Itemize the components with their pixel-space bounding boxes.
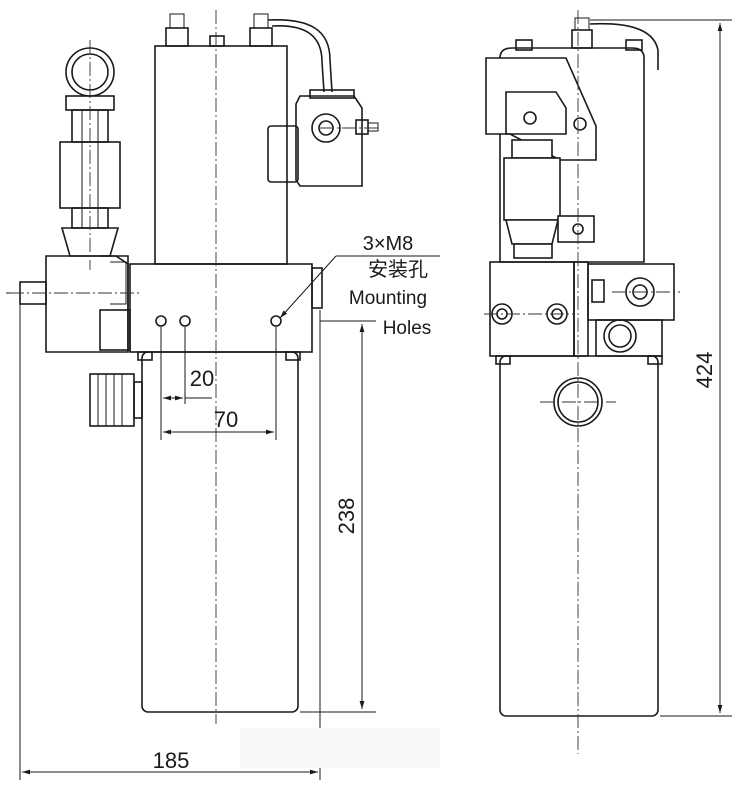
solenoid-valve [267, 89, 379, 187]
mounting-hole [270, 315, 282, 327]
power-cable [267, 19, 333, 93]
dimension-185-label: 185 [153, 748, 190, 773]
valve-block [489, 261, 675, 365]
front-view-dimensions: 185 238 70 20 3×M8 安装孔 Mounting Holes [19, 233, 440, 780]
dimension-20-label: 20 [190, 366, 214, 391]
oil-tank [499, 355, 659, 717]
callout-leader [279, 255, 337, 319]
callout-chinese: 安装孔 [368, 258, 428, 281]
motor-terminals [165, 13, 273, 47]
dimension-70-label: 70 [214, 407, 238, 432]
power-cable [589, 22, 659, 70]
background-smudge [240, 728, 440, 768]
callout-english-line1: Mounting [349, 288, 427, 309]
side-view-dimensions: 424 [590, 19, 732, 717]
mounting-hole [179, 315, 191, 327]
callout-spec: 3×M8 [363, 233, 414, 255]
side-view [484, 10, 680, 754]
callout-english-line2: Holes [383, 318, 432, 339]
oil-tank [141, 351, 299, 713]
mounting-hole [155, 315, 167, 327]
valve-block [6, 255, 323, 361]
motor-terminals [515, 17, 643, 51]
dimension-424-label: 424 [692, 352, 717, 389]
relief-valve [503, 139, 595, 259]
filler-cap [89, 373, 143, 427]
dimension-238-label: 238 [334, 498, 359, 535]
motor-body [499, 47, 645, 263]
front-view [6, 10, 380, 724]
